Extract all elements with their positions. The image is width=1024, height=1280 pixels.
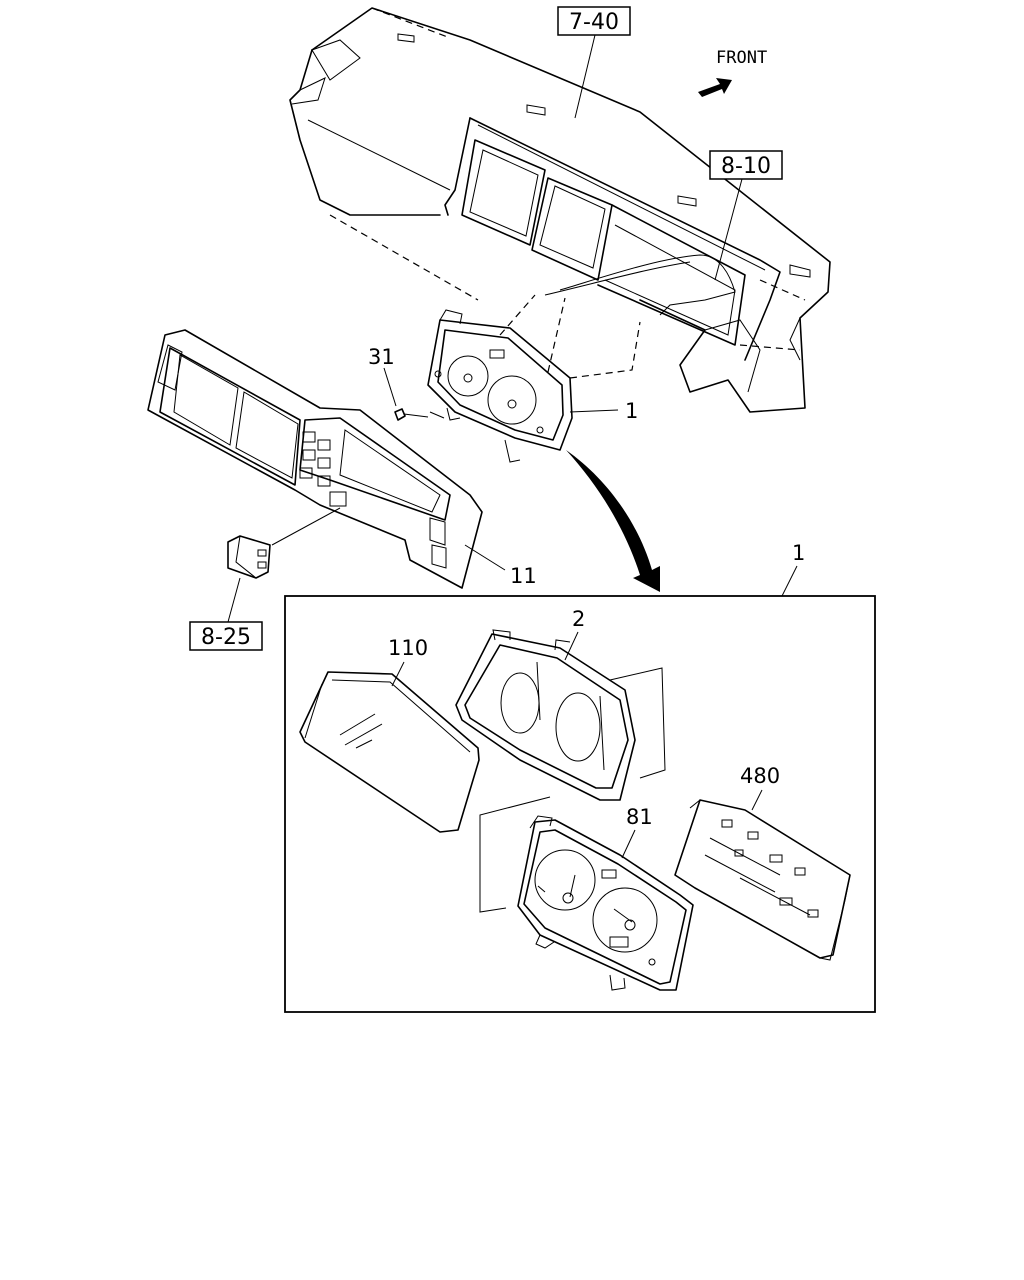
ref-box-8-10[interactable]: 8-10 xyxy=(709,150,783,180)
meter-glass: 110 xyxy=(299,636,480,833)
arrow-icon xyxy=(698,78,732,97)
label-meter-assembly: 1 xyxy=(625,399,638,423)
front-label: FRONT xyxy=(716,48,767,68)
cluster-bezel xyxy=(147,329,483,589)
label-meter-case: 2 xyxy=(572,607,585,631)
ref-box-7-40[interactable]: 7-40 xyxy=(557,6,631,36)
label-meter-dial: 81 xyxy=(626,805,653,829)
front-arrow: FRONT xyxy=(698,48,767,97)
label-detail-assembly: 1 xyxy=(792,541,805,565)
detail-frame: 1 xyxy=(284,541,876,1013)
label-meter-glass: 110 xyxy=(388,636,428,660)
ref-8-10-label: 8-10 xyxy=(721,154,771,179)
meter-dial: 81 xyxy=(479,796,694,991)
meter-case: 2 xyxy=(455,607,666,801)
curved-arrow-icon xyxy=(566,450,660,592)
switch-part xyxy=(227,507,341,579)
dashboard-panel xyxy=(289,7,831,413)
label-screw: 31 xyxy=(368,345,395,369)
circuit-board: 480 xyxy=(674,764,851,961)
ref-7-40-label: 7-40 xyxy=(569,10,619,35)
ref-box-8-25[interactable]: 8-25 xyxy=(189,621,263,651)
label-cluster-bezel: 11 xyxy=(510,564,537,588)
meter-assembly xyxy=(427,294,641,463)
screw-part: 31 xyxy=(368,345,445,421)
label-circuit-board: 480 xyxy=(740,764,780,788)
ref-8-25-label: 8-25 xyxy=(201,625,251,650)
